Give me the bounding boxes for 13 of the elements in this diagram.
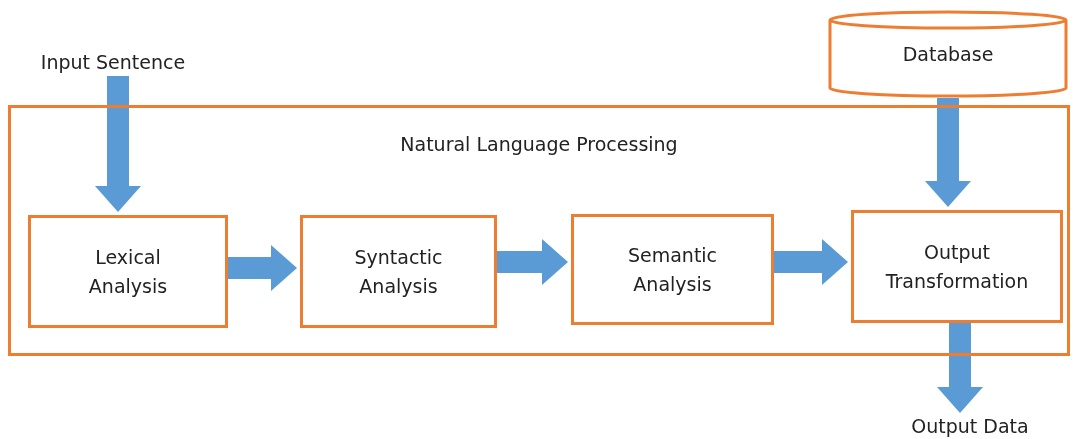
- process-box: [300, 215, 497, 328]
- node-label: Output Transformation: [885, 240, 1029, 294]
- node-label: Syntactic Analysis: [353, 245, 444, 299]
- group-box: [8, 105, 1070, 356]
- group-title: Natural Language Processing: [400, 132, 678, 157]
- process-box: [28, 215, 228, 328]
- process-box: [851, 210, 1063, 323]
- node-label: Database: [902, 41, 994, 67]
- process-box: [571, 214, 774, 325]
- node-label: Semantic Analysis: [626, 243, 719, 297]
- node-label: Lexical Analysis: [87, 245, 169, 299]
- node-label: Output Data: [911, 413, 1029, 439]
- node-label: Input Sentence: [40, 49, 186, 75]
